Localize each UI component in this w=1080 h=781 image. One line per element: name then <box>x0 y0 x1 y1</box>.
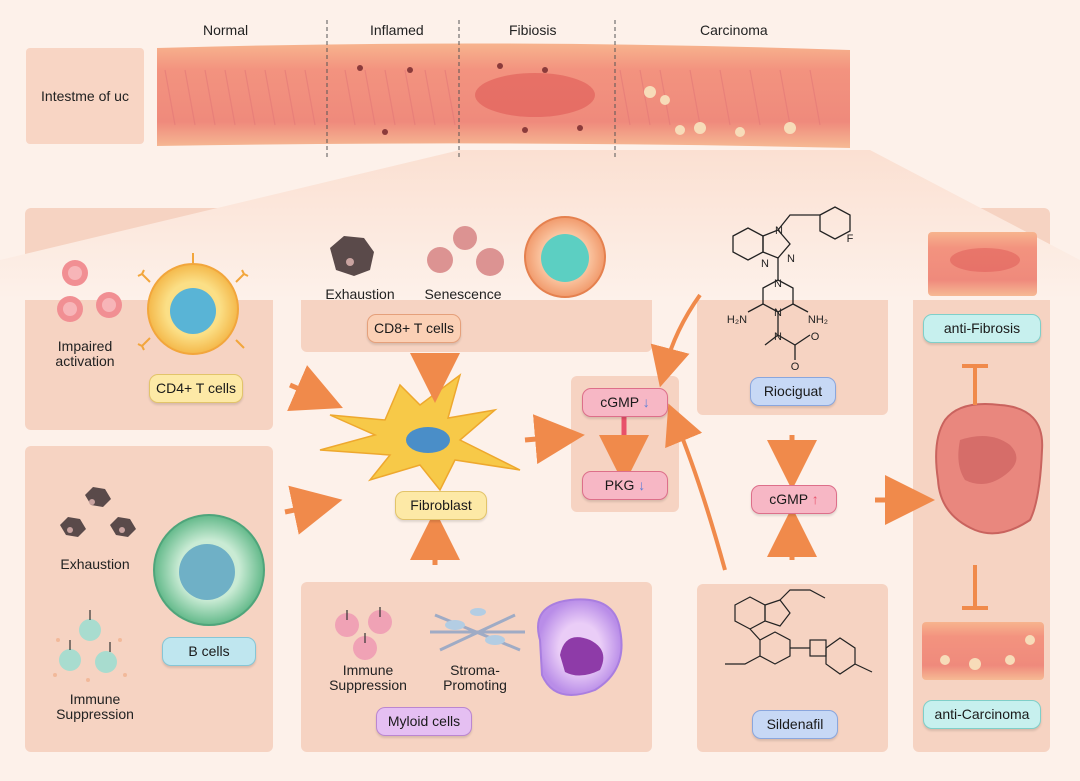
stage-normal-label: Normal <box>203 22 249 38</box>
chem-o2: O <box>810 331 820 343</box>
chem-n6: N <box>774 331 782 343</box>
impaired-activation-label: Impaired activation <box>40 339 130 369</box>
chem-nh2-right: NH₂ <box>807 314 829 326</box>
chem-f: F <box>846 233 854 245</box>
pkg-label: PKG <box>604 477 635 493</box>
impaired-line2: activation <box>55 353 115 369</box>
anti-fibrosis-pill: anti-Fibrosis <box>923 314 1041 343</box>
chem-n1: N <box>775 225 783 237</box>
myeloid-cells-pill: Myloid cells <box>376 707 472 736</box>
cd8-t-cells-pill: CD8+ T cells <box>367 314 461 343</box>
bcell-immune-suppression-label: Immune Suppression <box>40 692 150 722</box>
cd4-t-cells-pill: CD4+ T cells <box>149 374 243 403</box>
myeloid-immune-suppression-label: Immune Suppression <box>318 663 418 693</box>
chem-n4: N <box>774 278 782 290</box>
stroma-line2: Promoting <box>443 677 507 693</box>
chem-n5: N <box>774 307 782 319</box>
senescence-label: Senescence <box>424 286 502 302</box>
stroma-promoting-label: Stroma- Promoting <box>425 663 525 693</box>
stroma-line1: Stroma- <box>450 662 500 678</box>
b-cells-pill: B cells <box>162 637 256 666</box>
center-cgmp-label: cGMP <box>769 491 808 507</box>
anti-carcinoma-pill: anti-Carcinoma <box>923 700 1041 729</box>
fibroblast-pill: Fibroblast <box>395 491 487 520</box>
intestine-label-box <box>26 48 144 144</box>
bcell-immune-line1: Immune <box>69 691 121 707</box>
chem-nh2-left: H₂N <box>726 314 748 326</box>
down-arrow-icon: ↓ <box>638 477 646 493</box>
chem-n2: N <box>787 253 795 265</box>
up-arrow-icon: ↑ <box>811 491 819 507</box>
cgmp-pill: cGMP ↓ <box>582 388 668 417</box>
stage-fibrosis-label: Fibiosis <box>509 22 557 38</box>
bcell-exhaustion-label: Exhaustion <box>60 556 130 572</box>
myeloid-immune-line2: Suppression <box>329 677 407 693</box>
chem-o1: O <box>790 361 800 373</box>
center-cgmp-pill: cGMP ↑ <box>751 485 837 514</box>
riociguat-pill: Riociguat <box>750 377 836 406</box>
stage-inflamed-label: Inflamed <box>370 22 424 38</box>
impaired-line1: Impaired <box>57 338 113 354</box>
myeloid-immune-line1: Immune <box>342 662 394 678</box>
chem-n3: N <box>761 258 769 270</box>
down-arrow-icon: ↓ <box>642 394 650 410</box>
intestine-tube <box>157 43 850 148</box>
stage-carcinoma-label: Carcinoma <box>700 22 768 38</box>
cgmp-label: cGMP <box>600 394 639 410</box>
sildenafil-pill: Sildenafil <box>752 710 838 739</box>
bcell-immune-line2: Suppression <box>56 706 134 722</box>
intestine-label: Intestme of uc <box>41 88 129 104</box>
pkg-pill: PKG ↓ <box>582 471 668 500</box>
cd8-exhaustion-label: Exhaustion <box>325 286 395 302</box>
